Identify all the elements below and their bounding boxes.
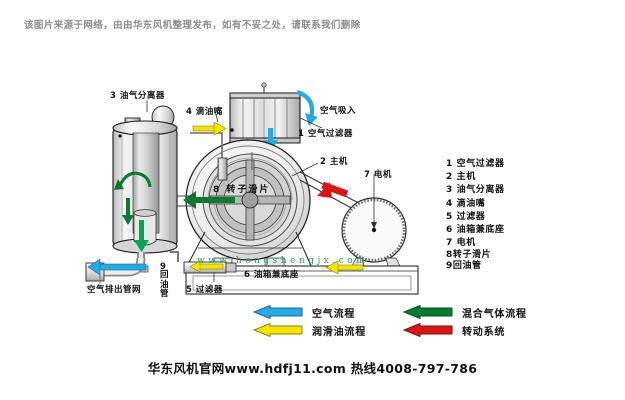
drive-system-arrow-icon [402, 323, 453, 337]
callout-air-intake: 空气吸入 [320, 106, 357, 116]
parts-item-4: 4 滴油嘴 [446, 198, 486, 209]
filter-and-oil-return [170, 251, 364, 275]
parts-legend-list: 1 空气过滤器 2 主机 3 油气分离器 4 滴油嘴 5 过滤器 6 油箱兼底座… [446, 158, 505, 272]
legend-label-oil: 润滑油流程 [312, 326, 366, 338]
mixed-gas-outlet-arrow [183, 191, 235, 209]
legend-item-drive: 转动系统 [402, 323, 552, 338]
air-flow-arrow-icon [252, 305, 303, 319]
main-unit-housing [177, 139, 313, 269]
callout-filter: 5 过滤器 [186, 285, 223, 295]
parts-item-6: 6 油箱兼底座 [446, 225, 505, 236]
legend-label-air: 空气流程 [312, 308, 356, 320]
oil-return-arrow-left-a [189, 260, 224, 273]
callout-rotor-vane: 8 转子滑片 [213, 185, 271, 195]
air-discharge-arrow [87, 258, 147, 276]
parts-item-7: 7 电机 [446, 238, 476, 249]
callout-motor: 7 电机 [364, 170, 392, 180]
parts-item-3: 3 油气分离器 [446, 185, 505, 196]
oil-feed-line [190, 121, 234, 181]
callout-leaders [146, 100, 323, 282]
oil-flow-arrow-right-upper [192, 121, 227, 136]
legend-row-2: 润滑油流程 转动系统 [252, 321, 552, 339]
source-disclaimer: 该图片来源于网络，由由华东风机整理发布，如有不妥之处，请联系我们删除 [24, 20, 361, 31]
drive-system-arrow [317, 181, 349, 198]
flow-legend: 空气流程 混合气体流程 润滑油流程 转动系统 [252, 303, 552, 339]
footer-contact: 华东风机官网www.hdfj11.com 热线4008-797-786 [147, 361, 478, 376]
callout-oil-tank-base: 6 油箱兼底座 [244, 270, 299, 280]
callout-drip-nozzle: 4 滴油嘴 [186, 107, 223, 117]
legend-row-1: 空气流程 混合气体流程 [252, 303, 552, 321]
gas-flow-arrow-down [122, 198, 134, 225]
parts-item-5: 5 过滤器 [446, 211, 486, 222]
parts-item-1: 1 空气过滤器 [446, 159, 505, 169]
air-discharge-pipe [85, 257, 147, 288]
oil-flow-arrow-down [134, 220, 149, 252]
legend-label-drive: 转动系统 [462, 326, 506, 338]
mixed-gas-flow-arrow-icon [402, 305, 453, 319]
oil-gas-separator-assembly [112, 105, 178, 254]
diagram-watermark: www.hongshengjx.com [197, 256, 369, 266]
callout-main-unit: 2 主机 [320, 157, 348, 167]
legend-item-air: 空气流程 [252, 305, 402, 320]
legend-label-gas: 混合气体流程 [462, 308, 527, 320]
callout-separator: 3 油气分离器 [110, 91, 165, 101]
oil-return-arrow-left-b [325, 260, 364, 275]
parts-item-2: 2 主机 [446, 172, 476, 183]
callout-oil-return-pipe: 回油管 [160, 270, 169, 299]
callout-oil-return-number: 9 [160, 262, 167, 272]
parts-item-8: 8转子滑片 [446, 250, 492, 261]
legend-item-gas: 混合气体流程 [402, 305, 552, 320]
callout-air-outlet-pipe: 空气排出管网 [87, 285, 142, 295]
parts-item-9: 9回油管 [446, 261, 482, 272]
motor-assembly [299, 171, 407, 267]
legend-item-oil: 润滑油流程 [252, 323, 402, 338]
lubricant-flow-arrow-icon [252, 323, 303, 337]
callout-air-filter: 1 空气过滤器 [298, 129, 353, 139]
